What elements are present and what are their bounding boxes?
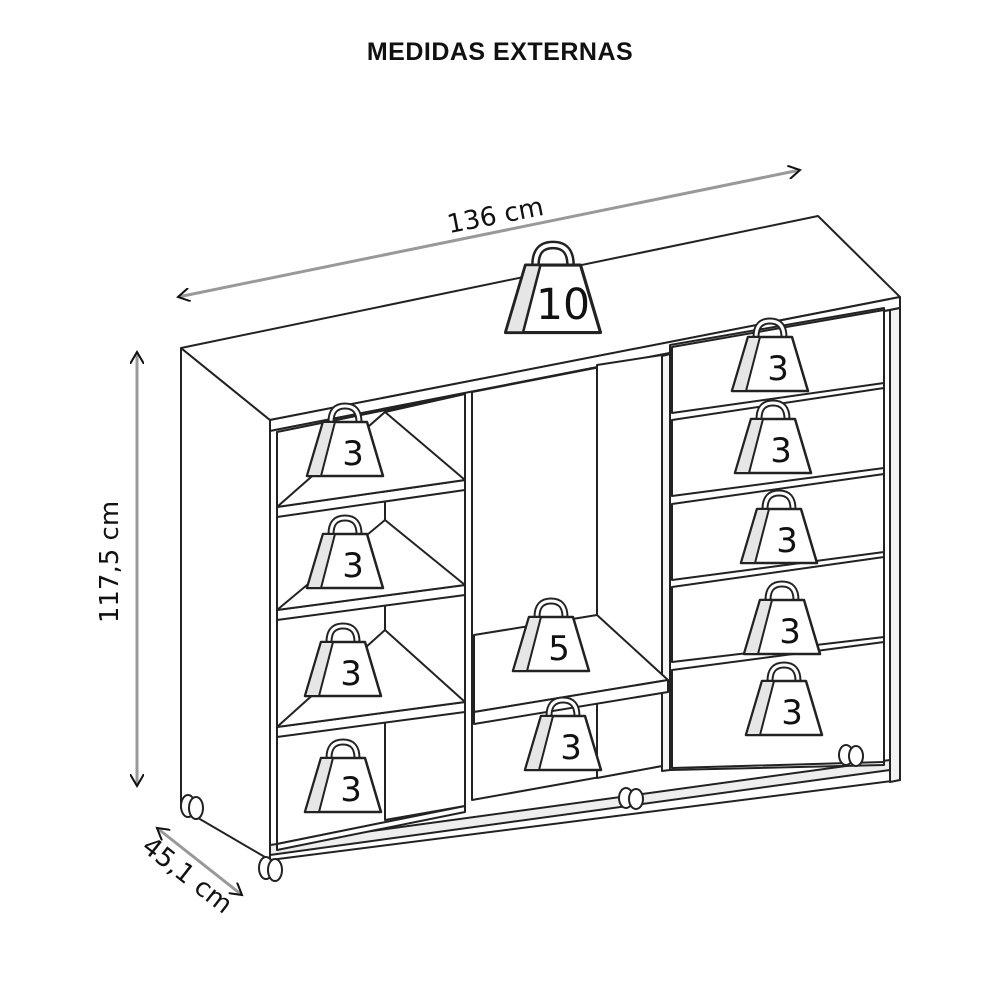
weight-label: 3 (340, 654, 362, 694)
weight-icon-drawer-5: 3 (744, 661, 824, 737)
weight-label: 3 (560, 728, 582, 768)
weight-label: 3 (342, 546, 364, 586)
width-dimension-arrow (178, 170, 800, 297)
weight-icon-drawer-3: 3 (739, 489, 819, 565)
diagram-title: MEDIDAS EXTERNAS (366, 38, 634, 66)
weight-icons: 10 3 3 3 3 5 3 3 3 3 3 3 (303, 240, 824, 814)
weight-label: 3 (781, 693, 803, 733)
weight-label: 5 (548, 629, 570, 669)
weight-icon-drawer-1: 3 (730, 317, 810, 393)
weight-icon-left-shelf-4: 3 (303, 738, 383, 814)
weight-label: 3 (342, 434, 364, 474)
weight-icon-drawer-2: 3 (733, 399, 813, 475)
weight-icon-drawer-4: 3 (742, 580, 822, 656)
weight-label: 3 (767, 349, 789, 389)
weight-label: 3 (776, 521, 798, 561)
caster-wheels (180, 744, 864, 882)
weight-label: 3 (340, 770, 362, 810)
weight-icon-left-shelf-1: 3 (305, 402, 385, 478)
weight-label: 3 (779, 612, 801, 652)
depth-dimension-arrow (157, 828, 242, 895)
weight-label: 3 (770, 431, 792, 471)
weight-icon-top: 10 (503, 240, 603, 335)
weight-icon-center-bottom: 3 (523, 696, 603, 772)
depth-label: 45,1 cm (136, 831, 238, 920)
weight-icon-left-shelf-3: 3 (303, 622, 383, 698)
weight-icon-left-shelf-2: 3 (305, 514, 385, 590)
height-label: 117,5 cm (95, 501, 125, 623)
weight-icon-center-shelf: 5 (511, 597, 591, 673)
weight-label: 10 (536, 281, 590, 330)
